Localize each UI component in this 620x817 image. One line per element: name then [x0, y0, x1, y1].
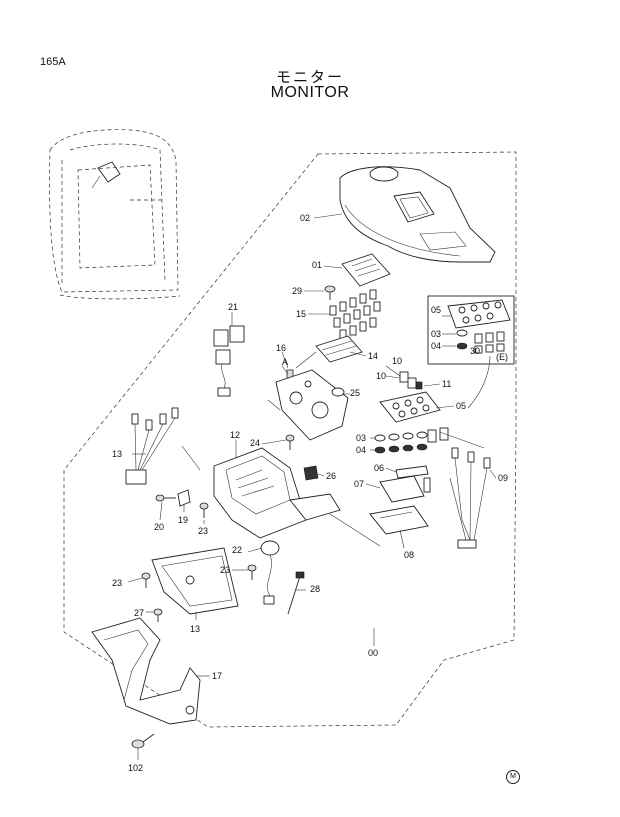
callout-29: 29: [292, 286, 302, 296]
part-10-11-knobs: [399, 371, 423, 390]
part-24-screw: [285, 434, 295, 450]
part-23-screw-c: [141, 572, 151, 588]
part-02-monitor-cover: [339, 166, 496, 263]
leader-lines: [127, 213, 497, 760]
part-26-clip: [303, 465, 319, 481]
callout-10-top: 10: [392, 356, 402, 366]
part-14-circuit-board: [295, 335, 363, 369]
callout-23-lower: 23: [112, 578, 122, 588]
callout-19: 19: [178, 515, 188, 525]
part-20-screw: [155, 494, 176, 502]
part-13-lower-bracket: [151, 547, 239, 615]
callout-14: 14: [368, 351, 378, 361]
part-23-screw-b: [247, 564, 257, 580]
title-english: MONITOR: [270, 84, 350, 101]
part-01-keypad: [341, 253, 391, 287]
callout-06: 06: [374, 463, 384, 473]
callout-05-lower: 05: [456, 401, 466, 411]
callout-23-upper: 23: [198, 526, 208, 536]
callout-08: 08: [404, 550, 414, 560]
detail-e-box: [427, 295, 515, 409]
part-17-main-bracket: [91, 617, 201, 725]
part-28-cable-tie: [287, 571, 305, 615]
part-09-harness: [439, 431, 491, 549]
callout-26: 26: [326, 471, 336, 481]
callout-00: 00: [368, 648, 378, 658]
callout-17: 17: [212, 671, 222, 681]
callout-30: 30: [470, 346, 480, 356]
mounting-plate: [275, 369, 349, 441]
part-19-clip: [177, 489, 191, 507]
callout-13-lower: 13: [190, 624, 200, 634]
callout-25: 25: [350, 388, 360, 398]
callout-27: 27: [134, 608, 144, 618]
part-22-buzzer: [260, 540, 280, 605]
callout-04-detail: 04: [431, 341, 441, 351]
callout-16: 16: [276, 343, 286, 353]
callout-02: 02: [300, 213, 310, 223]
part-102-bolt: [131, 733, 155, 749]
assembly-boundary: [63, 151, 517, 728]
callout-13-upper: 13: [112, 449, 122, 459]
callout-09: 09: [498, 473, 508, 483]
callout-102: 102: [128, 763, 143, 773]
cab-outline-drawing: [49, 129, 181, 300]
callout-15: 15: [296, 309, 306, 319]
part-06-bracket: [395, 465, 429, 479]
callout-24: 24: [250, 438, 260, 448]
callout-04-lower: 04: [356, 445, 366, 455]
callout-21: 21: [228, 302, 238, 312]
callout-03-lower: 03: [356, 433, 366, 443]
callout-23-middle: 23: [220, 565, 230, 575]
callout-03-detail: 03: [431, 329, 441, 339]
callout-labels: 02 01 29 15 21 14 16 A 10 10 11 25 05 05…: [112, 213, 508, 773]
callout-ref-e: (E): [496, 352, 508, 362]
part-03-04-caps: [374, 427, 449, 454]
title-japanese: モニター: [275, 68, 344, 86]
part-21-harness: [213, 325, 245, 397]
part-15-bulbs: [329, 289, 381, 340]
part-12-monitor-housing: [213, 447, 341, 539]
callout-ref-a: A: [282, 357, 288, 367]
part-25-grommet: [331, 387, 345, 397]
part-29-screw: [324, 285, 336, 300]
callout-28: 28: [310, 584, 320, 594]
callout-20: 20: [154, 522, 164, 532]
callout-05-detail: 05: [431, 305, 441, 315]
part-07-bracket: [379, 475, 431, 503]
callout-07: 07: [354, 479, 364, 489]
callout-01: 01: [312, 260, 322, 270]
callout-12: 12: [230, 430, 240, 440]
part-13-harness-upper: [125, 407, 179, 485]
callout-11: 11: [442, 379, 451, 389]
page-code: 165A: [40, 56, 66, 68]
part-08-bracket: [369, 505, 429, 535]
part-23-screw-a: [199, 502, 209, 518]
part-27-screw: [153, 608, 163, 622]
callout-10-bottom: 10: [376, 371, 386, 381]
trademark-mark: M: [506, 770, 520, 784]
part-05-switch-panel: [379, 391, 441, 423]
callout-22: 22: [232, 545, 242, 555]
